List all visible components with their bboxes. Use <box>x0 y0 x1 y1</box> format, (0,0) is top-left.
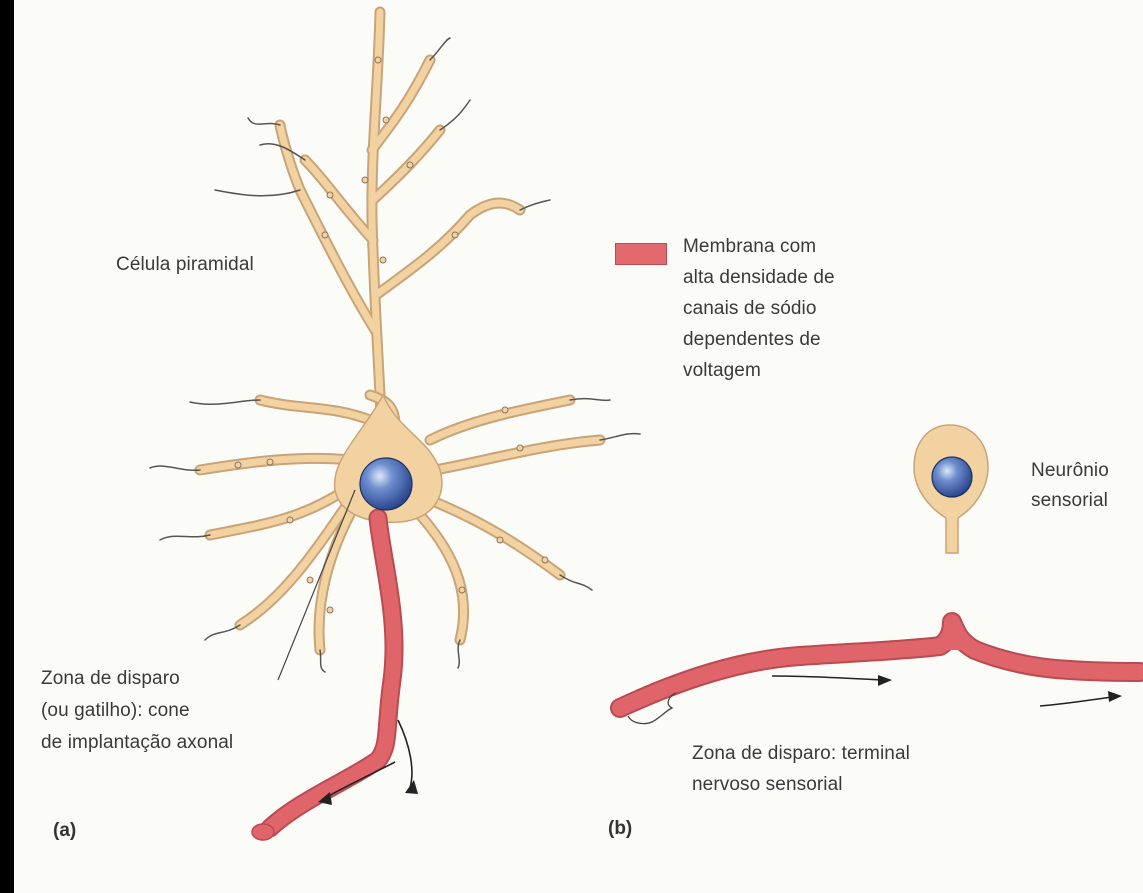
legend-line-4: dependentes de <box>683 327 821 353</box>
legend-line-5: voltagem <box>683 358 761 384</box>
panel-label-b: (b) <box>608 818 632 840</box>
label-trigger-a-1: Zona de disparo <box>41 666 180 692</box>
sensory-nucleus <box>932 457 972 497</box>
label-sensory-1: Neurônio <box>1031 458 1109 484</box>
conduction-arrows-b <box>772 676 1112 706</box>
neuron-illustration <box>14 0 1143 893</box>
legend-swatch-red <box>615 243 667 265</box>
legend-line-3: canais de sódio <box>683 296 817 322</box>
label-trigger-a-3: de implantação axonal <box>41 730 233 756</box>
label-pyramidal-cell: Célula piramidal <box>116 252 254 278</box>
pyramidal-nucleus <box>360 458 412 510</box>
axon-terminal-bulb <box>252 824 274 840</box>
label-trigger-b-1: Zona de disparo: terminal <box>692 741 910 767</box>
legend-line-2: alta densidade de <box>683 265 835 291</box>
label-trigger-b-2: nervoso sensorial <box>692 772 843 798</box>
panel-label-a: (a) <box>53 820 76 842</box>
neuron-diagram: Célula piramidal Membrana com alta densi… <box>14 0 1143 893</box>
label-sensory-2: sensorial <box>1031 488 1108 514</box>
label-trigger-a-2: (ou gatilho): cone <box>41 698 190 724</box>
legend-line-1: Membrana com <box>683 234 816 260</box>
